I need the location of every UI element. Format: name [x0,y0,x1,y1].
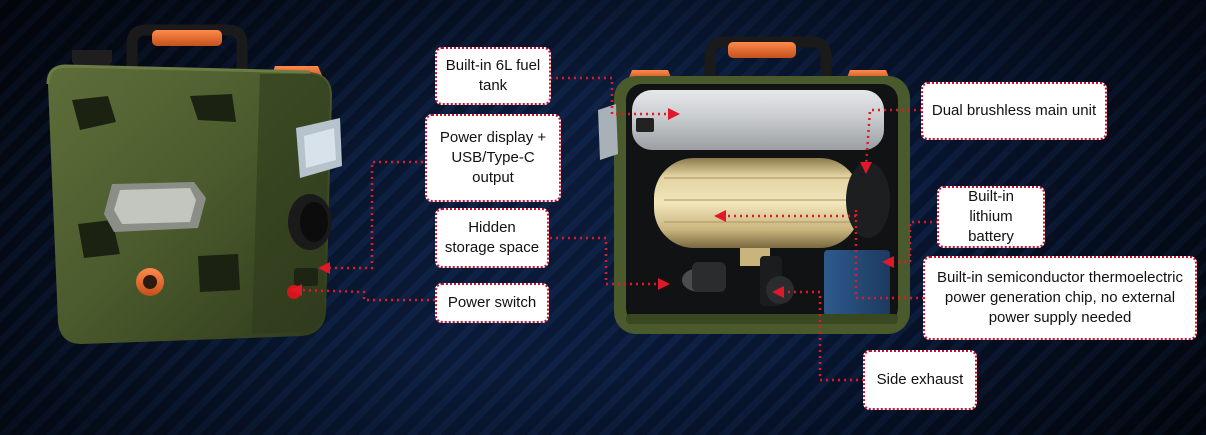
label-power-switch-text: Power switch [447,294,537,311]
label-brushless-unit-text: Dual brushless main unit [931,102,1097,119]
callout-hidden-storage-line [550,236,662,286]
callout-arrowheads [290,108,894,298]
label-hidden-storage-text: Hidden storage space [444,219,540,256]
label-semiconductor-chip: Built-in semiconductor thermoelectric po… [923,256,1197,340]
label-lithium-battery-text: Built-in lithium battery [968,188,1014,245]
label-brushless-unit: Dual brushless main unit [921,82,1107,140]
callout-power-display-line [326,160,435,270]
callout-lines [297,76,938,382]
label-side-exhaust-text: Side exhaust [876,371,964,388]
callout-fuel-tank-line [550,76,672,116]
right-heater-unit [598,36,910,334]
label-side-exhaust: Side exhaust [863,350,977,410]
label-hidden-storage: Hidden storage space [435,208,549,268]
left-heater-unit [46,24,342,344]
callout-exhaust-line [780,290,864,382]
label-power-display-text: Power display + USB/Type-C output [439,129,547,186]
callout-semiconductor-line [854,210,924,300]
label-semiconductor-chip-text: Built-in semiconductor thermoelectric po… [937,269,1183,326]
callout-battery-line [890,220,938,264]
label-lithium-battery: Built-in lithium battery [937,186,1045,248]
label-fuel-tank-text: Built-in 6L fuel tank [445,57,541,94]
label-power-display: Power display + USB/Type-C output [425,114,561,202]
label-power-switch: Power switch [435,283,549,323]
label-fuel-tank: Built-in 6L fuel tank [435,47,551,105]
